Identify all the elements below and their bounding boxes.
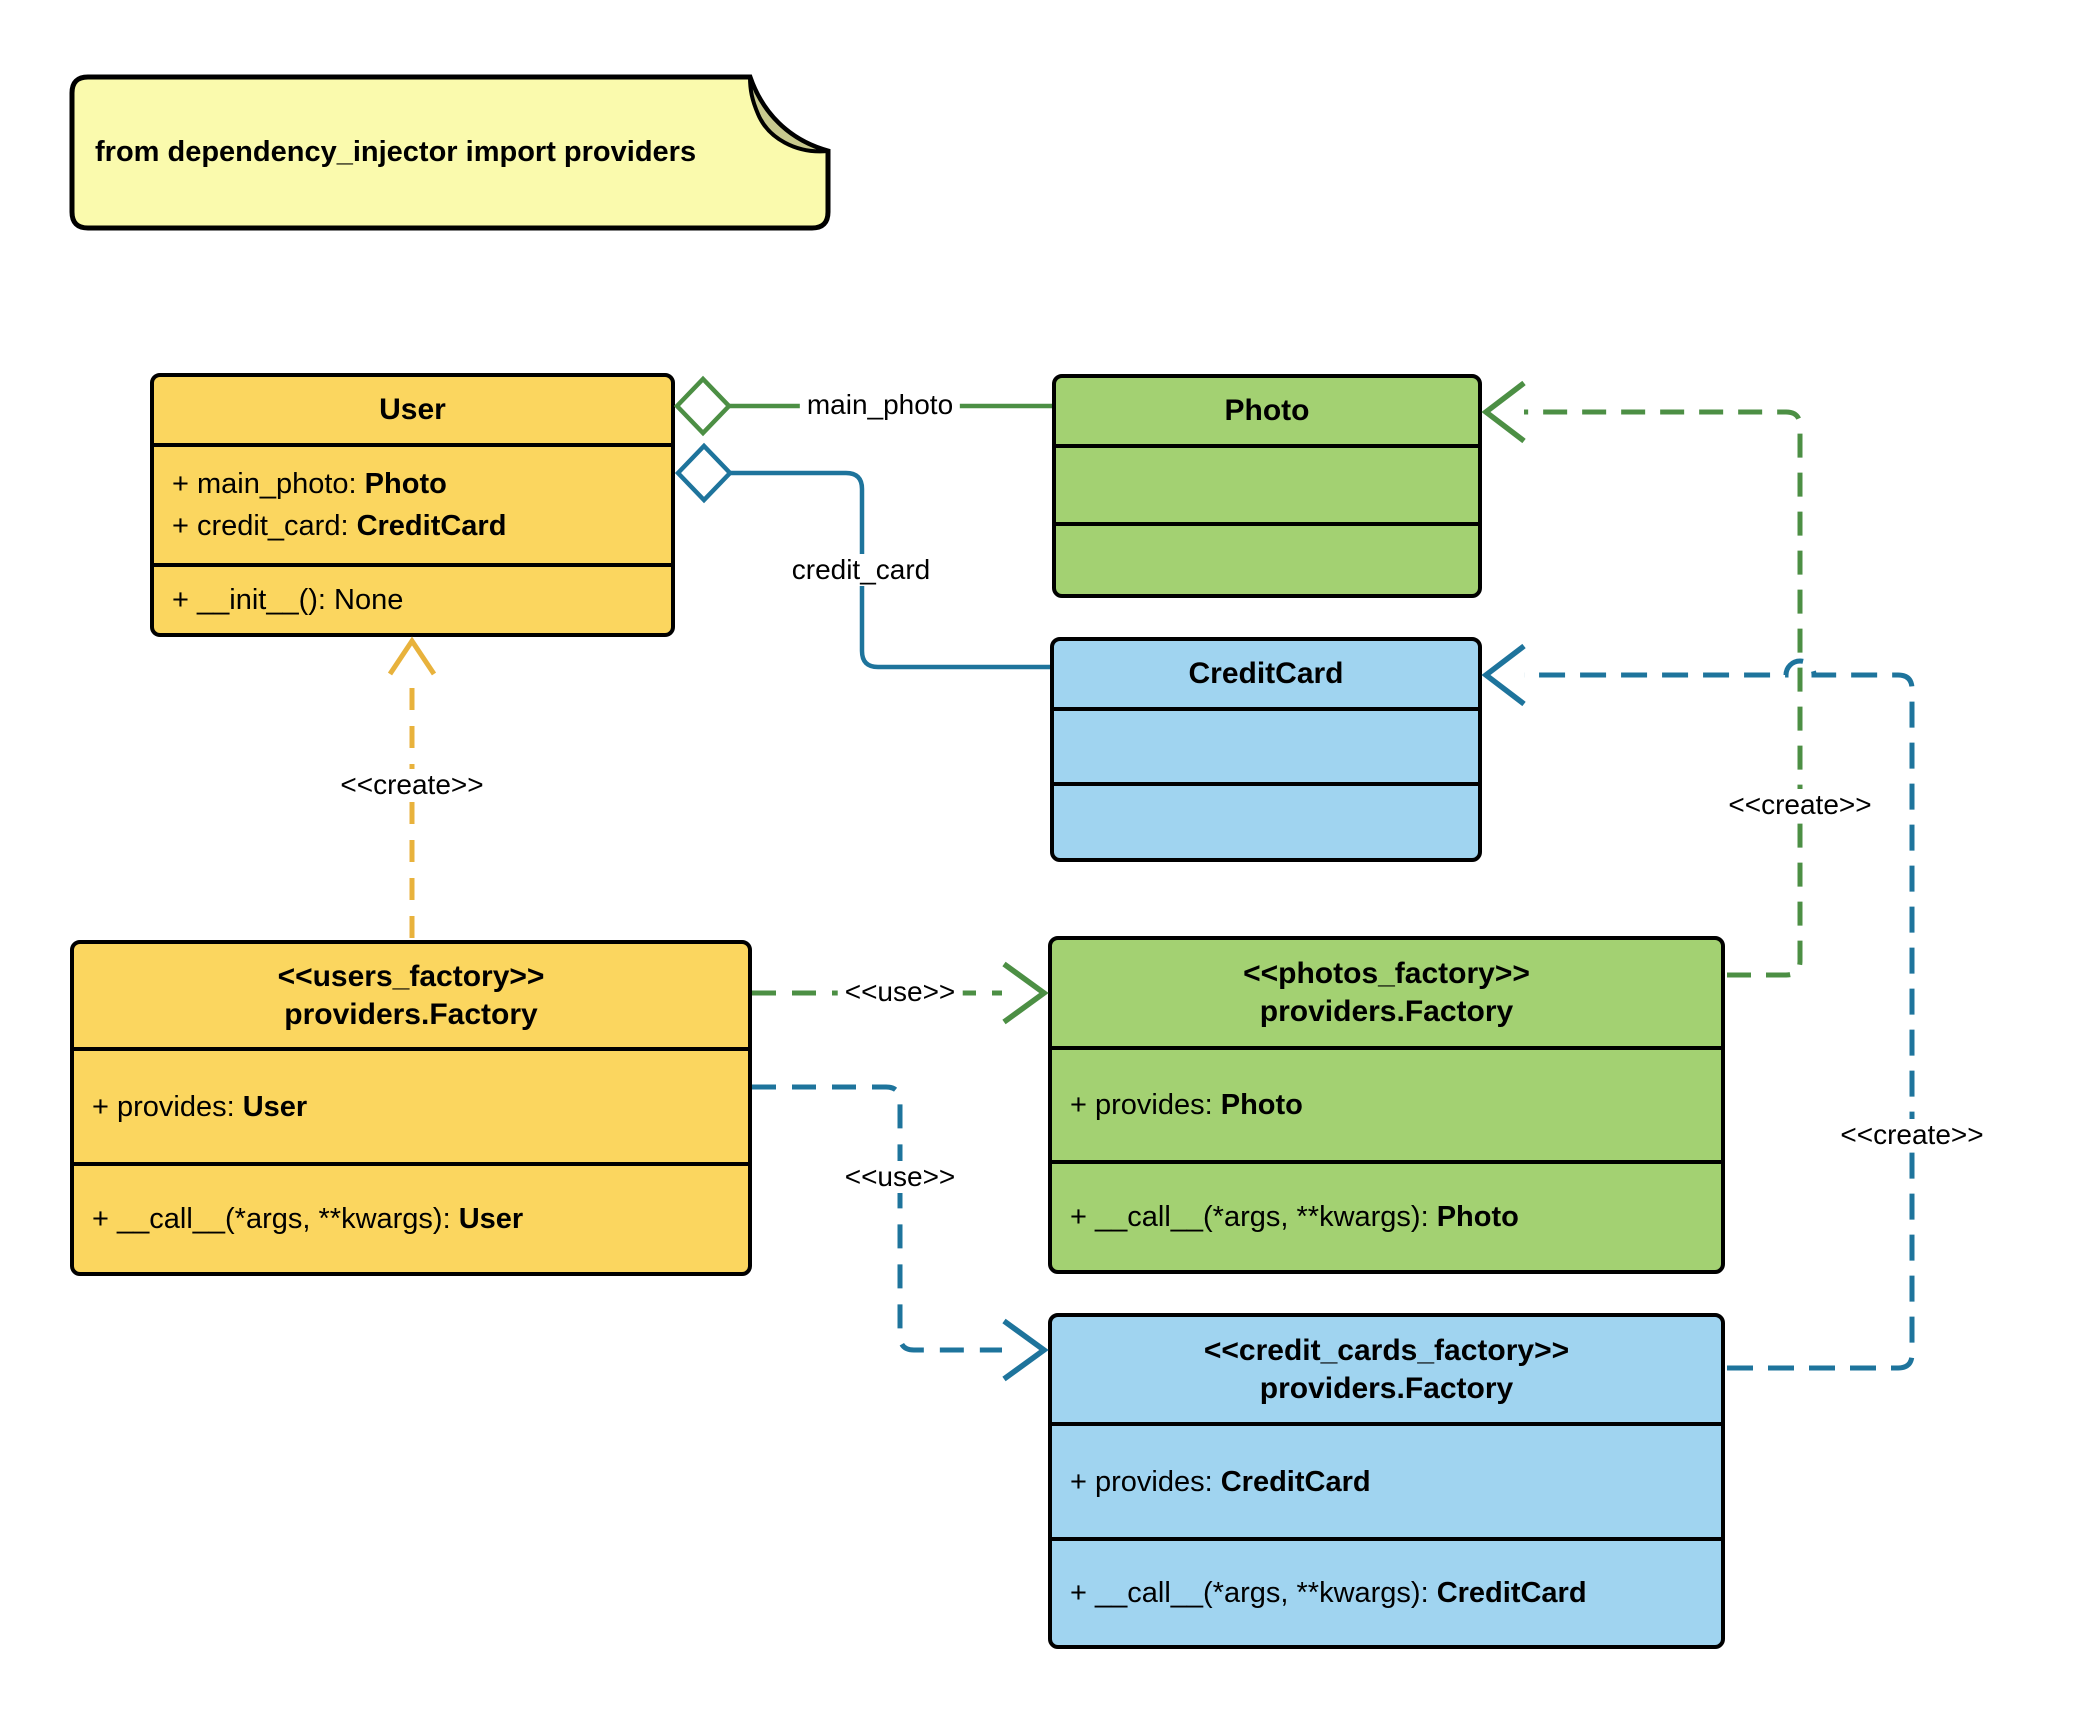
class-photos-factory: <<photos_factory>> providers.Factory + p… (1048, 936, 1725, 1274)
attributes-compartment (1054, 707, 1478, 782)
attribute-row: + provides: User (92, 1090, 308, 1123)
class-credit-cards-factory: <<credit_cards_factory>> providers.Facto… (1048, 1313, 1725, 1649)
class-stereotype: <<photos_factory>> (1243, 957, 1530, 990)
class-title: <<users_factory>> providers.Factory (74, 944, 748, 1047)
class-photo: Photo (1052, 374, 1482, 598)
edge-label-main-photo: main_photo (799, 389, 961, 421)
aggregation-diamond-credit-card-icon (674, 442, 734, 504)
attributes-compartment: + main_photo: Photo + credit_card: Credi… (154, 443, 671, 563)
methods-compartment: + __init__(): None (154, 563, 671, 633)
class-creditcard: CreditCard (1050, 637, 1482, 862)
method-row: + __init__(): None (172, 584, 404, 616)
attributes-compartment: + provides: Photo (1052, 1046, 1721, 1160)
edge-label-credit-card: credit_card (784, 554, 938, 586)
arrowhead-create-photo-icon (1481, 380, 1526, 444)
methods-compartment: + __call__(*args, **kwargs): Photo (1052, 1160, 1721, 1270)
edge-label-use-credit-cards: <<use>> (837, 1161, 963, 1193)
methods-compartment: + __call__(*args, **kwargs): CreditCard (1052, 1537, 1721, 1645)
arrowhead-create-user-icon (387, 636, 437, 676)
arrowhead-use-credit-cards-icon (1002, 1318, 1049, 1382)
create-edge-photo (1524, 409, 1803, 978)
attribute-row: + provides: Photo (1070, 1089, 1303, 1121)
class-title: <<photos_factory>> providers.Factory (1052, 940, 1721, 1046)
edge-label-use-photos: <<use>> (837, 976, 963, 1008)
attribute-row: + main_photo: Photo (172, 468, 447, 500)
attribute-row: + credit_card: CreditCard (172, 510, 507, 542)
attribute-row: + provides: CreditCard (1070, 1465, 1371, 1498)
class-name: providers.Factory (284, 997, 538, 1031)
attributes-compartment: + provides: User (74, 1047, 748, 1162)
edge-label-create-user: <<create>> (333, 769, 491, 801)
use-edge-credit-cards-factory (752, 1084, 1002, 1353)
class-name: providers.Factory (1259, 1371, 1514, 1405)
method-row: + __call__(*args, **kwargs): User (92, 1203, 524, 1235)
class-name: providers.Factory (1259, 995, 1514, 1028)
class-user: User + main_photo: Photo + credit_card: … (150, 373, 675, 637)
class-stereotype: <<credit_cards_factory>> (1203, 1333, 1570, 1367)
attributes-compartment: + provides: CreditCard (1052, 1422, 1721, 1537)
methods-compartment (1056, 522, 1478, 594)
method-row: + __call__(*args, **kwargs): CreditCard (1070, 1577, 1587, 1609)
arrowhead-use-photos-icon (1002, 961, 1049, 1025)
class-title: User (379, 393, 446, 426)
attributes-compartment (1056, 444, 1478, 522)
arrowhead-create-credit-card-icon (1481, 643, 1526, 707)
class-users-factory: <<users_factory>> providers.Factory + pr… (70, 940, 752, 1276)
note-text: from dependency_injector import provider… (95, 135, 697, 168)
class-title: CreditCard (1188, 657, 1344, 690)
edge-label-create-credit-card: <<create>> (1833, 1119, 1991, 1151)
class-title: Photo (1224, 394, 1310, 427)
edge-label-create-photo: <<create>> (1721, 789, 1879, 821)
class-stereotype: <<users_factory>> (277, 959, 545, 993)
methods-compartment: + __call__(*args, **kwargs): User (74, 1162, 748, 1272)
method-row: + __call__(*args, **kwargs): Photo (1070, 1201, 1519, 1233)
methods-compartment (1054, 782, 1478, 858)
aggregation-diamond-main-photo-icon (673, 375, 733, 437)
class-title: <<credit_cards_factory>> providers.Facto… (1052, 1317, 1721, 1422)
